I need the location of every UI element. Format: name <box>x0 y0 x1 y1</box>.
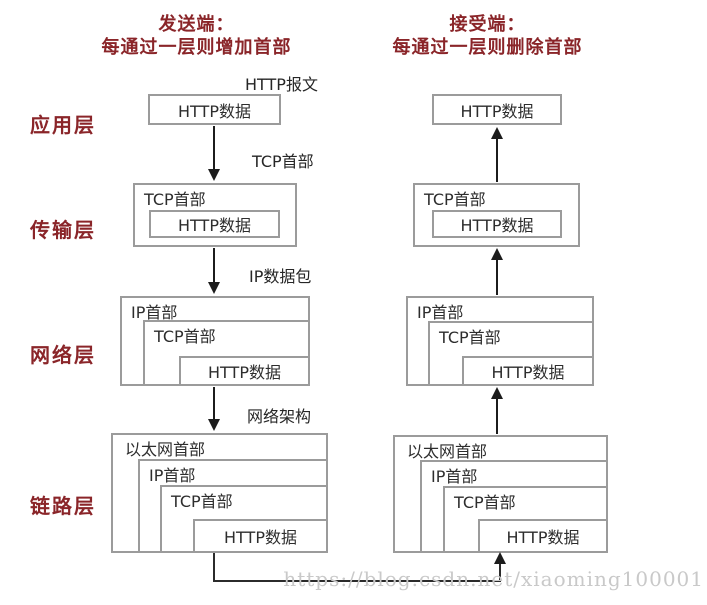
receiver-network-http-box: HTTP数据 <box>462 356 594 386</box>
receiver-link-http-label: HTTP数据 <box>506 528 580 547</box>
connector-left-vertical <box>213 553 215 582</box>
sender-arrow2-line <box>213 248 215 283</box>
sender-title-line1: 发送端： <box>158 14 235 35</box>
sender-network-tcp-label: TCP首部 <box>154 327 216 346</box>
receiver-link-ip-box: IP首部 TCP首部 HTTP数据 <box>420 460 608 553</box>
receiver-arrow3-line <box>496 398 498 434</box>
receiver-link-box: 以太网首部 IP首部 TCP首部 HTTP数据 <box>393 435 608 553</box>
sender-arrow3-down-icon <box>208 419 220 431</box>
receiver-arrow1-up-icon <box>491 127 503 139</box>
receiver-title: 接受端： 每通过一层则删除首部 <box>384 13 591 59</box>
receiver-application-box-label: HTTP数据 <box>460 101 534 121</box>
sender-arrow2-down-icon <box>208 282 220 294</box>
sender-link-tcp-box: TCP首部 HTTP数据 <box>160 485 328 553</box>
sender-link-http-label: HTTP数据 <box>224 528 297 547</box>
receiver-arrow2-up-icon <box>491 248 503 260</box>
receiver-link-tcp-label: TCP首部 <box>454 493 516 512</box>
receiver-link-eth-label: 以太网首部 <box>407 442 488 461</box>
sender-transport-box: TCP首部 HTTP数据 <box>133 183 297 247</box>
connector-up-arrow-icon <box>494 552 506 564</box>
sender-network-box: IP首部 TCP首部 HTTP数据 <box>120 296 310 386</box>
receiver-arrow3-up-icon <box>491 387 503 399</box>
sender-network-http-label: HTTP数据 <box>208 363 281 382</box>
receiver-network-ip-label: IP首部 <box>417 303 464 322</box>
sender-network-tcp-box: TCP首部 HTTP数据 <box>143 320 310 386</box>
receiver-link-ip-label: IP首部 <box>431 467 478 486</box>
sender-link-box: 以太网首部 IP首部 TCP首部 HTTP数据 <box>111 433 328 553</box>
receiver-transport-http-box: HTTP数据 <box>432 210 562 238</box>
receiver-application-box: HTTP数据 <box>432 94 562 125</box>
sender-arrow1-line <box>213 126 215 170</box>
receiver-network-box: IP首部 TCP首部 HTTP数据 <box>406 296 594 386</box>
receiver-title-line1: 接受端： <box>449 14 526 35</box>
receiver-link-http-box: HTTP数据 <box>478 519 608 553</box>
sender-link-eth-label: 以太网首部 <box>125 440 206 459</box>
sender-link-http-box: HTTP数据 <box>193 519 328 553</box>
receiver-transport-tcp-label: TCP首部 <box>424 190 486 209</box>
sender-transport-http-box: HTTP数据 <box>149 210 280 238</box>
sender-network-http-box: HTTP数据 <box>179 356 310 386</box>
receiver-network-http-label: HTTP数据 <box>491 363 565 382</box>
receiver-title-line2: 每通过一层则删除首部 <box>392 37 583 58</box>
receiver-transport-box: TCP首部 HTTP数据 <box>413 183 580 247</box>
sender-title-line2: 每通过一层则增加首部 <box>101 37 292 58</box>
receiver-arrow1-line <box>496 138 498 182</box>
sender-transport-tcp-label: TCP首部 <box>144 190 206 209</box>
layer-label-application: 应用层 <box>30 113 96 137</box>
sender-link-ip-label: IP首部 <box>149 466 196 485</box>
sender-application-box-label: HTTP数据 <box>178 101 251 121</box>
connector-right-vertical <box>499 562 501 582</box>
receiver-network-tcp-box: TCP首部 HTTP数据 <box>428 321 594 386</box>
receiver-transport-http-label: HTTP数据 <box>460 216 534 235</box>
annotation-ip-packet: IP数据包 <box>249 267 312 286</box>
receiver-arrow2-line <box>496 259 498 295</box>
sender-arrow1-down-icon <box>208 169 220 181</box>
layer-label-network: 网络层 <box>30 343 96 367</box>
connector-horizontal <box>213 580 501 582</box>
watermark-url: https://blog.csdn.net/xiaoming100001 <box>283 567 704 591</box>
annotation-http-message: HTTP报文 <box>245 75 318 94</box>
sender-transport-http-label: HTTP数据 <box>178 216 251 235</box>
receiver-network-tcp-label: TCP首部 <box>439 328 501 347</box>
sender-link-ip-box: IP首部 TCP首部 HTTP数据 <box>138 459 328 553</box>
annotation-tcp-header: TCP首部 <box>252 152 314 171</box>
sender-link-tcp-label: TCP首部 <box>171 492 233 511</box>
layer-label-transport: 传输层 <box>30 218 96 242</box>
receiver-link-tcp-box: TCP首部 HTTP数据 <box>443 486 608 553</box>
annotation-network-fabric: 网络架构 <box>247 407 312 426</box>
sender-application-box: HTTP数据 <box>148 94 281 125</box>
sender-title: 发送端： 每通过一层则增加首部 <box>93 13 300 59</box>
sender-arrow3-line <box>213 387 215 420</box>
layer-label-link: 链路层 <box>30 494 96 518</box>
sender-network-ip-label: IP首部 <box>131 303 178 322</box>
